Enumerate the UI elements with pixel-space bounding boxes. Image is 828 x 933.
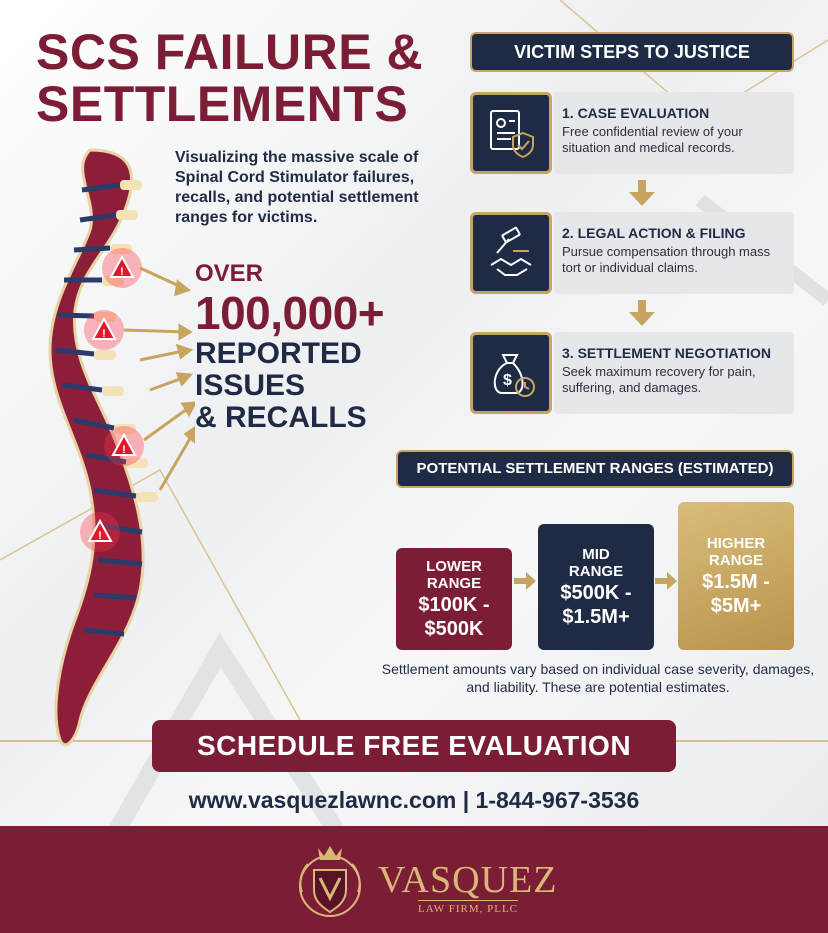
range-label: RANGE [426, 575, 482, 592]
schedule-evaluation-button[interactable]: SCHEDULE FREE EVALUATION [152, 720, 676, 772]
arrow-down-icon [629, 300, 655, 326]
spine-illustration: ! ! ! ! [48, 148, 195, 747]
range-label: HIGHER [706, 535, 766, 552]
step-card: 3. SETTLEMENT NEGOTIATION Seek maximum r… [554, 332, 794, 414]
svg-text:!: ! [122, 444, 126, 456]
step-card: 2. LEGAL ACTION & FILING Pursue compensa… [554, 212, 794, 294]
step-title: 3. SETTLEMENT NEGOTIATION [562, 345, 771, 361]
contact-info[interactable]: www.vasquezlawnc.com | 1-844-967-3536 [188, 787, 640, 813]
step-case-evaluation: 1. CASE EVALUATION Free confidential rev… [470, 92, 794, 174]
step-description: Pursue compensation through mass tort or… [562, 244, 771, 275]
logo-subtitle: LAW FIRM, PLLC [418, 900, 519, 915]
step-title: 1. CASE EVALUATION [562, 105, 710, 121]
stat-line-2: & RECALLS [195, 401, 367, 434]
svg-text:!: ! [120, 266, 124, 278]
steps-header: VICTIM STEPS TO JUSTICE [470, 32, 794, 72]
stat-block: OVER 100,000+ REPORTED ISSUES & RECALLS [195, 260, 455, 434]
svg-text:!: ! [102, 328, 106, 340]
ranges-header: POTENTIAL SETTLEMENT RANGES (ESTIMATED) [396, 450, 794, 488]
page-title: SCS FAILURE & SETTLEMENTS [36, 26, 456, 130]
range-value: $1.5M - [702, 571, 770, 593]
crest-icon [299, 846, 361, 917]
arrow-down-icon [629, 180, 655, 206]
step-description: Free confidential review of your situati… [562, 124, 743, 155]
range-lower: LOWER RANGE $100K - $500K [396, 548, 512, 650]
range-value: $500K - [560, 582, 632, 604]
gavel-handshake-icon [470, 212, 552, 294]
footer [0, 826, 828, 933]
firm-logo: VASQUEZ LAW FIRM, PLLC [288, 842, 556, 922]
step-title: 2. LEGAL ACTION & FILING [562, 225, 746, 241]
disclaimer-note: Settlement amounts vary based on individ… [381, 661, 815, 695]
title-line-2: SETTLEMENTS [36, 76, 409, 132]
step-description: Seek maximum recovery for pain, sufferin… [562, 364, 756, 395]
money-bag-clock-icon: $ [470, 332, 552, 414]
stat-number: 100,000+ [195, 287, 385, 339]
svg-text:!: ! [98, 530, 102, 542]
range-mid: MID RANGE $500K - $1.5M+ [538, 524, 654, 650]
range-label: LOWER [426, 558, 482, 575]
pointer-arrows [123, 266, 195, 491]
range-value: $100K - [418, 594, 490, 616]
stat-over: OVER [195, 260, 264, 287]
range-higher: HIGHER RANGE $1.5M - $5M+ [678, 502, 794, 650]
arrow-right-icon [514, 572, 536, 590]
range-value: $1.5M+ [562, 606, 630, 628]
warning-markers: ! ! ! ! [80, 248, 144, 552]
arrow-right-icon [655, 572, 677, 590]
stat-line-1: REPORTED ISSUES [195, 337, 362, 402]
range-label: RANGE [708, 552, 764, 569]
document-shield-icon [470, 92, 552, 174]
step-settlement-negotiation: $ 3. SETTLEMENT NEGOTIATION Seek maximum… [470, 332, 794, 414]
step-legal-action: 2. LEGAL ACTION & FILING Pursue compensa… [470, 212, 794, 294]
logo-name: VASQUEZ [378, 859, 558, 901]
range-label: RANGE [568, 563, 624, 580]
svg-text:$: $ [503, 372, 512, 389]
range-label: MID [582, 546, 610, 563]
range-value: $500K [424, 618, 484, 640]
range-value: $5M+ [710, 595, 762, 617]
subtitle: Visualizing the massive scale of Spinal … [175, 149, 419, 226]
title-line-1: SCS FAILURE & [36, 24, 424, 80]
step-card: 1. CASE EVALUATION Free confidential rev… [554, 92, 794, 174]
